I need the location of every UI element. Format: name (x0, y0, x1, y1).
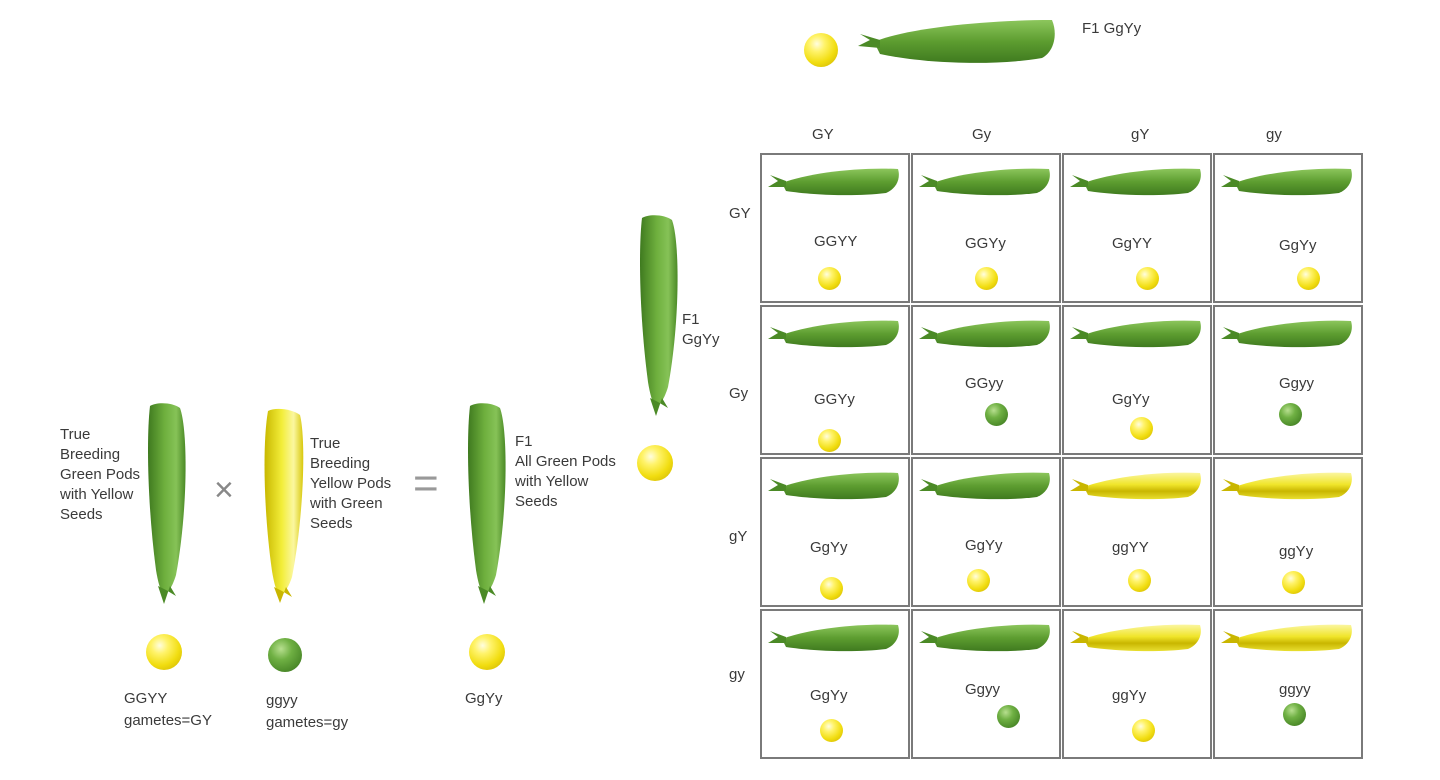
yellow-seed-icon (1297, 267, 1320, 290)
top-f1-label: F1 GgYy (1082, 20, 1142, 37)
yellow-seed-icon (818, 429, 841, 452)
punnett-row-header: GY (729, 205, 751, 222)
punnett-cell-genotype: Ggyy (1279, 375, 1315, 392)
top-f1-yellow-seed (804, 33, 838, 67)
yellow-pod-icon (1070, 624, 1201, 652)
yellow-pod-icon (1221, 472, 1352, 500)
f1-label: F1 All Green Pods with Yellow Seeds (515, 433, 616, 510)
punnett-cell-genotype: ggYY (1112, 539, 1149, 556)
yellow-seed-icon (818, 267, 841, 290)
punnett-cell-genotype: GGYY (814, 233, 858, 250)
punnett-cell-genotype: Ggyy (965, 681, 1001, 698)
punnett-cell: GGyy (911, 305, 1061, 455)
punnett-cell-genotype: GgYY (1112, 235, 1153, 252)
middle-f1-green-pod (640, 215, 678, 416)
punnett-cell: GGYy (911, 153, 1061, 303)
parent1-green-pod (148, 403, 186, 604)
parent1-gametes: gametes=GY (124, 712, 212, 729)
equals-symbol: = (413, 459, 439, 508)
yellow-seed-icon (975, 267, 998, 290)
punnett-cell-genotype: GGyy (965, 375, 1004, 392)
punnett-cell: GgYy (911, 457, 1061, 607)
green-pod-icon (1070, 320, 1201, 348)
punnett-cell-genotype: GgYy (965, 537, 1003, 554)
punnett-col-header: Gy (972, 126, 992, 143)
punnett-cell: Ggyy (911, 609, 1061, 759)
middle-f1-label: F1 GgYy (682, 311, 720, 348)
punnett-cell: GgYy (760, 609, 910, 759)
punnett-cell-genotype: GgYy (810, 687, 848, 704)
punnett-col-header: gy (1266, 126, 1282, 143)
punnett-cell: GGYY (760, 153, 910, 303)
punnett-cell: ggYy (1062, 609, 1212, 759)
f1-genotype: GgYy (465, 690, 503, 707)
green-seed-icon (985, 403, 1008, 426)
green-seed-icon (997, 705, 1020, 728)
green-pod-icon (768, 168, 899, 196)
punnett-cell: ggYy (1213, 457, 1363, 607)
green-pod-icon (1070, 168, 1201, 196)
green-pod-icon (919, 624, 1050, 652)
yellow-seed-icon (1130, 417, 1153, 440)
parent2-label: True Breeding Yellow Pods with Green See… (310, 435, 392, 532)
green-seed-icon (1279, 403, 1302, 426)
punnett-cell: GgYy (1062, 305, 1212, 455)
punnett-cell: ggyy (1213, 609, 1363, 759)
punnett-cell-genotype: ggYy (1279, 543, 1314, 560)
green-pod-icon (768, 624, 899, 652)
parent2-green-seed (268, 638, 302, 672)
green-pod-icon (1221, 320, 1352, 348)
parent2-gametes: gametes=gy (266, 714, 349, 731)
punnett-cell-genotype: GgYy (1112, 391, 1150, 408)
punnett-cell-genotype: ggyy (1279, 681, 1311, 698)
parent1-yellow-seed (146, 634, 182, 670)
punnett-cell-genotype: GgYy (1279, 237, 1317, 254)
punnett-row-header: gY (729, 528, 748, 545)
punnett-cell-genotype: GgYy (810, 539, 848, 556)
punnett-row-header: gy (729, 666, 745, 683)
yellow-seed-icon (1128, 569, 1151, 592)
punnett-cell: GgYy (1213, 153, 1363, 303)
yellow-seed-icon (1136, 267, 1159, 290)
yellow-pod-icon (1221, 624, 1352, 652)
green-pod-icon (1221, 168, 1352, 196)
yellow-seed-icon (820, 577, 843, 600)
green-pod-icon (768, 472, 899, 500)
punnett-col-header: GY (812, 126, 834, 143)
yellow-pod-icon (1070, 472, 1201, 500)
f1-green-pod (468, 403, 506, 604)
parent1-label: True Breeding Green Pods with Yellow See… (60, 426, 141, 523)
f1-yellow-seed (469, 634, 505, 670)
green-seed-icon (1283, 703, 1306, 726)
green-pod-icon (919, 472, 1050, 500)
green-pod-icon (919, 320, 1050, 348)
punnett-cell-genotype: GGYy (814, 391, 855, 408)
yellow-seed-icon (967, 569, 990, 592)
middle-f1-yellow-seed (637, 445, 673, 481)
punnett-cell: ggYY (1062, 457, 1212, 607)
yellow-seed-icon (820, 719, 843, 742)
parent2-yellow-pod (264, 408, 304, 603)
parent2-genotype: ggyy (266, 692, 298, 709)
yellow-seed-icon (1282, 571, 1305, 594)
green-pod-icon (919, 168, 1050, 196)
parent1-genotype: GGYY (124, 690, 168, 707)
punnett-cell: GGYy (760, 305, 910, 455)
punnett-cell: Ggyy (1213, 305, 1363, 455)
top-f1-green-pod (858, 20, 1055, 63)
punnett-row-header: Gy (729, 385, 749, 402)
green-pod-icon (768, 320, 899, 348)
punnett-col-header: gY (1131, 126, 1150, 143)
punnett-cell-genotype: GGYy (965, 235, 1006, 252)
punnett-cell: GgYY (1062, 153, 1212, 303)
punnett-cell-genotype: ggYy (1112, 687, 1147, 704)
cross-symbol: × (214, 471, 234, 509)
yellow-seed-icon (1132, 719, 1155, 742)
punnett-cell: GgYy (760, 457, 910, 607)
